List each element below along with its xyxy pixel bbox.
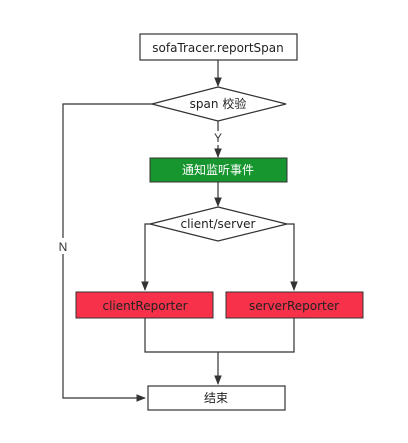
edge-check-no-to-end bbox=[62, 103, 152, 402]
no-edge-label: N bbox=[59, 240, 68, 254]
end-node: 结束 bbox=[147, 385, 286, 411]
edge-decision-to-server bbox=[287, 223, 298, 291]
yes-edge-label: Y bbox=[214, 131, 222, 145]
edge-client-to-merge bbox=[144, 318, 295, 353]
client-reporter-node: clientReporter bbox=[75, 291, 214, 319]
span-check-label: span 校验 bbox=[190, 96, 247, 111]
edge-decision-to-client bbox=[141, 223, 150, 291]
client-server-decision: client/server bbox=[149, 206, 288, 242]
notify-node: 通知监听事件 bbox=[149, 157, 288, 183]
server-reporter-label: serverReporter bbox=[249, 299, 339, 313]
server-reporter-node: serverReporter bbox=[225, 291, 364, 319]
client-server-label: client/server bbox=[181, 217, 256, 231]
end-node-label: 结束 bbox=[204, 391, 228, 405]
span-check-decision: span 校验 bbox=[151, 86, 287, 122]
start-node-label: sofaTracer.reportSpan bbox=[152, 41, 284, 55]
notify-node-label: 通知监听事件 bbox=[182, 163, 254, 177]
start-node: sofaTracer.reportSpan bbox=[139, 33, 298, 61]
client-reporter-label: clientReporter bbox=[102, 299, 187, 313]
